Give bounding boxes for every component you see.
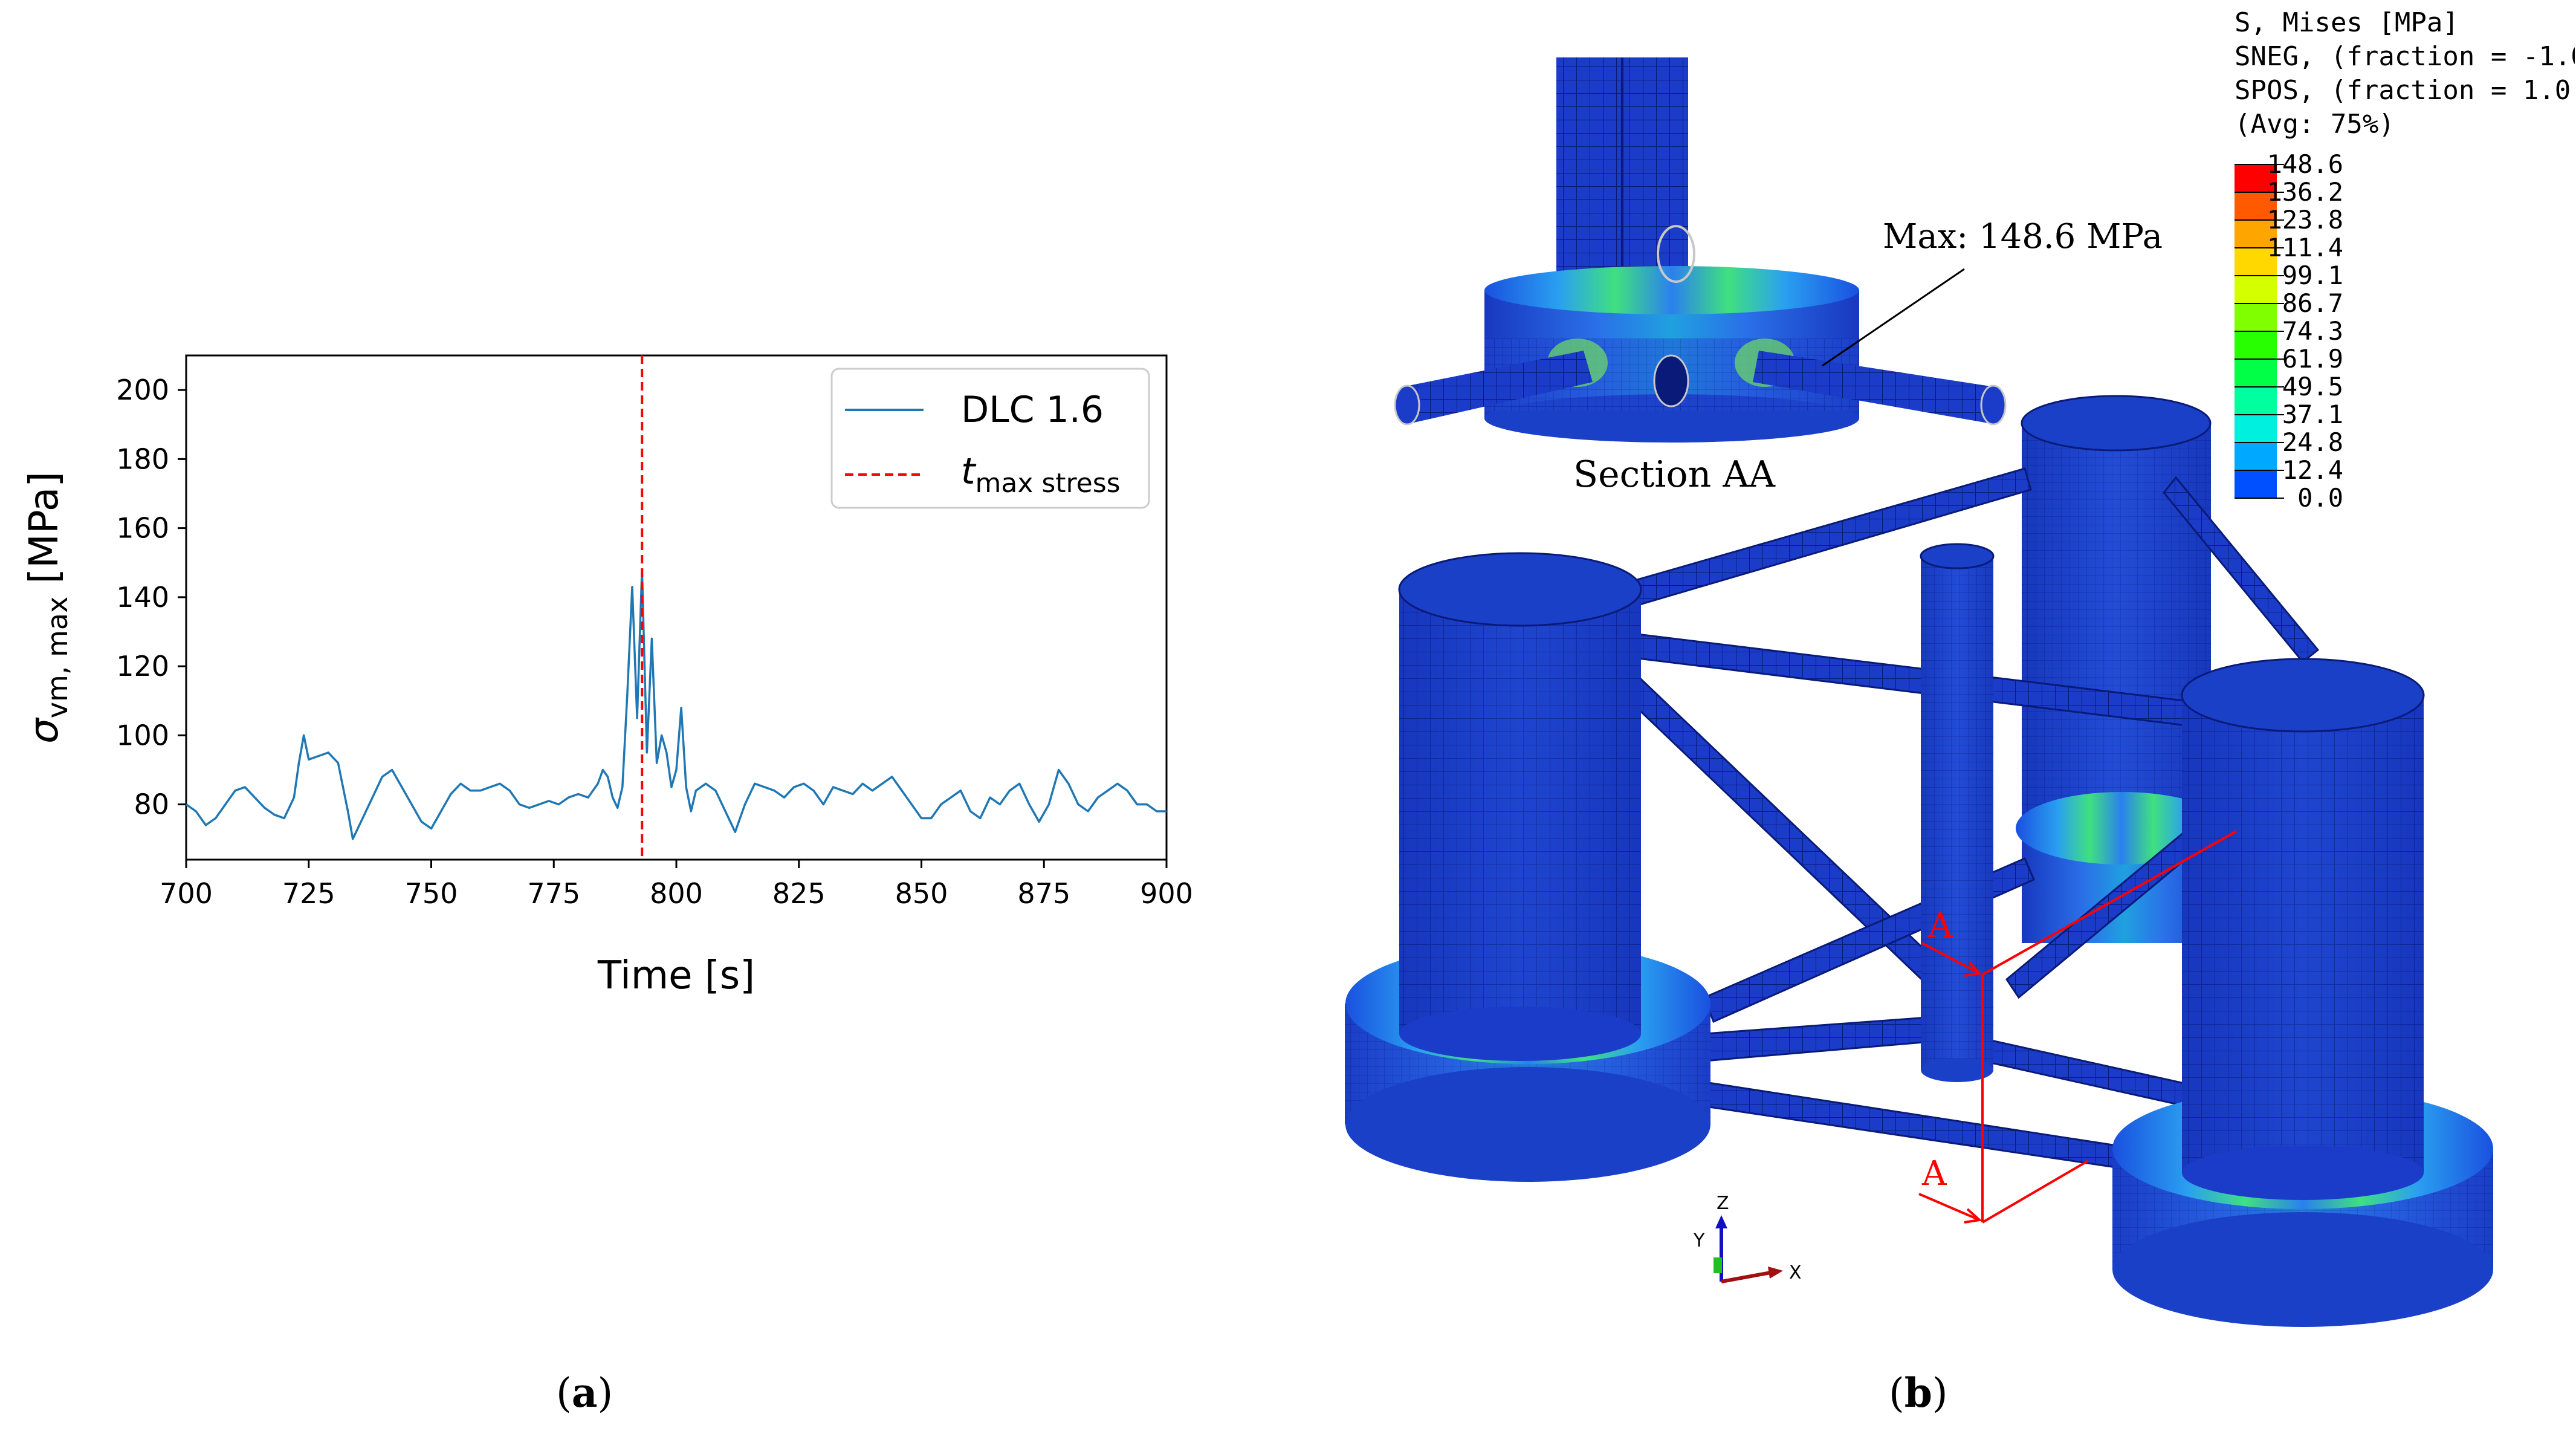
axis-x-label: X bbox=[1789, 1262, 1802, 1283]
colorbar-label: 99.1 bbox=[2282, 261, 2343, 290]
chart-legend: DLC 1.6 tmax stress bbox=[830, 368, 1150, 509]
colorbar-label: 0.0 bbox=[2297, 483, 2343, 513]
colorbar-label: 136.2 bbox=[2267, 177, 2343, 207]
inset-brace-left bbox=[1402, 351, 1593, 423]
colorbar-swatch bbox=[2235, 387, 2277, 415]
colorbar-swatch bbox=[2235, 443, 2277, 470]
colorbar-swatch bbox=[2235, 470, 2277, 498]
y-tick-label: 120 bbox=[116, 650, 169, 683]
colorbar-label: 12.4 bbox=[2282, 455, 2343, 485]
colorbar-label: 123.8 bbox=[2267, 205, 2343, 235]
y-axis-ticks: 80 100 120 140 160 180 200 bbox=[116, 374, 186, 821]
y-tick-label: 200 bbox=[116, 374, 169, 406]
colorbar-label: 49.5 bbox=[2282, 372, 2343, 401]
axis-triad: Z Y X bbox=[1693, 1193, 1802, 1283]
colorbar-label: 111.4 bbox=[2267, 233, 2343, 262]
stress-time-chart: 700 725 750 775 800 825 850 875 900 80 100 120 140 1… bbox=[21, 354, 1193, 998]
inset-base-top bbox=[1484, 266, 1859, 314]
brace-center-right bbox=[1981, 1039, 2207, 1111]
platform-render: A A bbox=[1345, 395, 2493, 1327]
section-aa-label: Section AA bbox=[1573, 453, 1776, 496]
legend-label-tmax: tmax stress bbox=[961, 450, 1121, 499]
x-tick-label: 775 bbox=[527, 877, 580, 910]
brace-low-front bbox=[1703, 1014, 1953, 1062]
legend-header-line: SPOS, (fraction = 1.0) bbox=[2235, 75, 2575, 106]
x-tick-label: 750 bbox=[405, 877, 458, 910]
y-tick-label: 180 bbox=[116, 443, 169, 475]
section-plane bbox=[1918, 830, 2237, 1224]
colorbar-swatch bbox=[2235, 220, 2277, 248]
legend-label-dlc: DLC 1.6 bbox=[961, 389, 1104, 431]
axis-y-label: Y bbox=[1693, 1230, 1705, 1251]
max-leader-line bbox=[1822, 268, 1965, 367]
colorbar-label: 74.3 bbox=[2282, 316, 2343, 346]
x-tick-label: 700 bbox=[160, 877, 213, 910]
colorbar-swatch bbox=[2235, 164, 2277, 192]
x-tick-label: 850 bbox=[895, 877, 948, 910]
x-tick-label: 900 bbox=[1140, 877, 1193, 910]
caption-b: (b) bbox=[1889, 1369, 1948, 1416]
stress-legend: S, Mises [MPa] SNEG, (fraction = -1.0) S… bbox=[2235, 7, 2575, 513]
colorbar-swatch bbox=[2235, 415, 2277, 443]
caption-a: (a) bbox=[556, 1369, 613, 1416]
y-tick-label: 140 bbox=[116, 581, 169, 614]
y-tick-label: 100 bbox=[116, 719, 169, 751]
series-layer bbox=[185, 355, 1167, 860]
y-tick-label: 80 bbox=[134, 788, 169, 821]
legend-header-line: S, Mises [MPa] bbox=[2235, 7, 2459, 38]
colorbar-swatch bbox=[2235, 303, 2277, 331]
x-tick-label: 725 bbox=[282, 877, 335, 910]
section-aa-inset: Section AA Max: 148.6 MPa bbox=[1394, 57, 2163, 496]
section-marker-a-bottom: A bbox=[1921, 1154, 1947, 1193]
x-tick-label: 875 bbox=[1017, 877, 1070, 910]
fea-stress-render: Section AA Max: 148.6 MPa S, Mises [MPa]… bbox=[1345, 7, 2575, 1327]
colorbar: 148.6136.2123.8111.499.186.774.361.949.5… bbox=[2235, 149, 2343, 513]
colorbar-swatch bbox=[2235, 248, 2277, 276]
colorbar-label: 86.7 bbox=[2282, 288, 2343, 318]
section-marker-a-top: A bbox=[1927, 906, 1953, 945]
y-axis-label: σvm, max [MPa] bbox=[21, 472, 74, 744]
colorbar-swatch bbox=[2235, 276, 2277, 303]
colorbar-label: 24.8 bbox=[2282, 427, 2343, 457]
colorbar-label: 148.6 bbox=[2267, 149, 2343, 179]
colorbar-label: 61.9 bbox=[2282, 344, 2343, 374]
x-axis-label: Time [s] bbox=[597, 953, 755, 998]
colorbar-label: 37.1 bbox=[2282, 400, 2343, 429]
x-axis-ticks: 700 725 750 775 800 825 850 875 900 bbox=[160, 860, 1193, 910]
x-tick-label: 825 bbox=[772, 877, 826, 910]
colorbar-swatch bbox=[2235, 331, 2277, 359]
series-line-dlc-1-6 bbox=[185, 568, 1167, 840]
max-stress-label: Max: 148.6 MPa bbox=[1883, 217, 2163, 256]
axis-z-label: Z bbox=[1717, 1193, 1729, 1214]
y-tick-label: 160 bbox=[116, 512, 169, 545]
inset-brace-right bbox=[1753, 351, 1995, 423]
colorbar-swatch bbox=[2235, 359, 2277, 387]
legend-header-line: SNEG, (fraction = -1.0) bbox=[2235, 41, 2575, 72]
x-tick-label: 800 bbox=[650, 877, 703, 910]
legend-header-line: (Avg: 75%) bbox=[2235, 109, 2395, 140]
colorbar-swatch bbox=[2235, 192, 2277, 220]
